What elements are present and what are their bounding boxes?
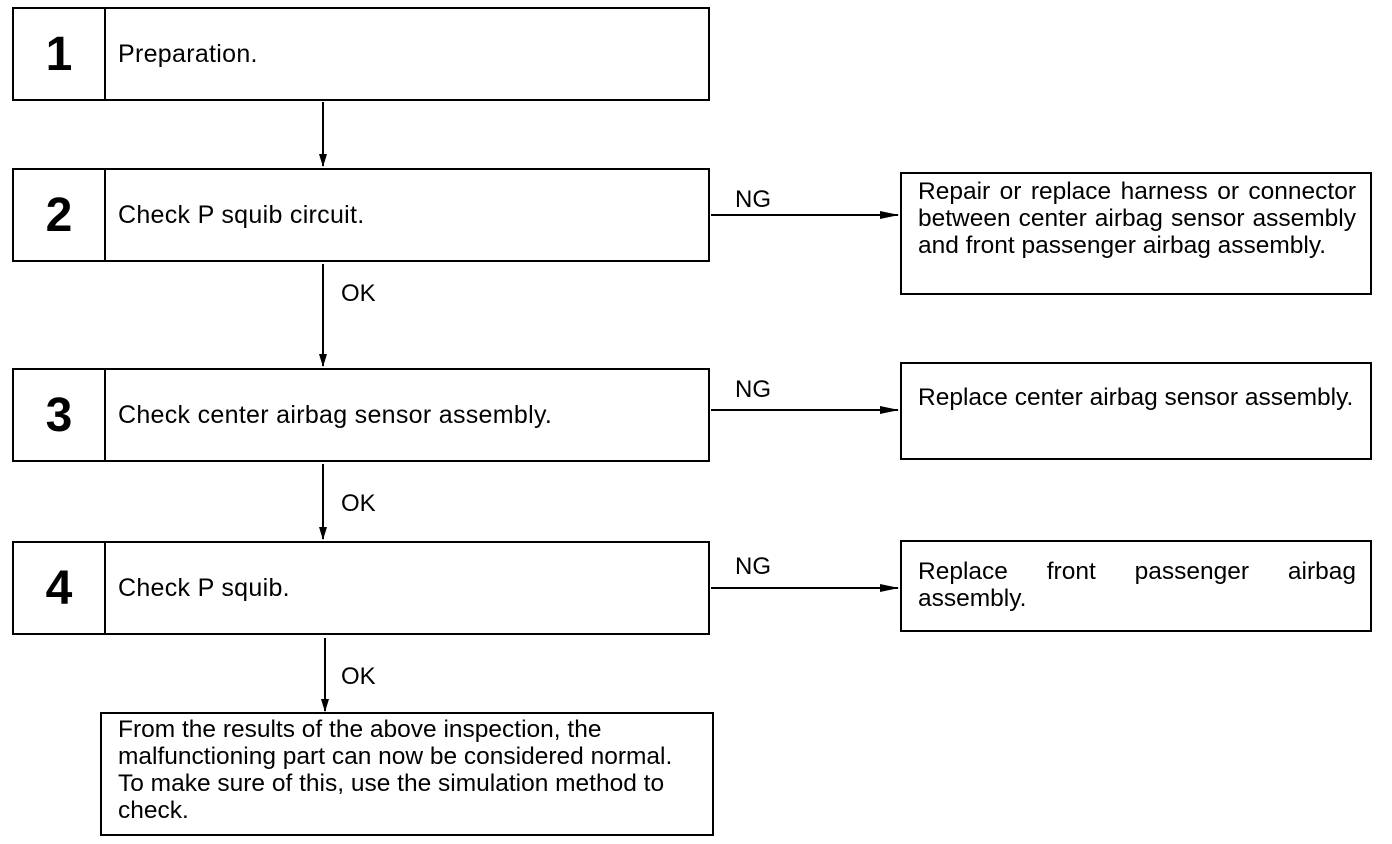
step-text: Check P squib circuit. [118, 200, 365, 229]
step-text: Check P squib. [118, 573, 290, 602]
step-number: 4 [14, 543, 106, 633]
ng-result-box-2: Replace center airbag sensor assembly. [900, 362, 1372, 460]
step-1-box: 1 Preparation. [12, 7, 710, 101]
ng-result-box-1: Repair or replace harness or connector b… [900, 172, 1372, 295]
ng-label: NG [735, 186, 771, 213]
ng-result-box-3: Replace front passenger airbag assembly. [900, 540, 1372, 632]
step-2-box: 2 Check P squib circuit. [12, 168, 710, 262]
ok-label: OK [341, 280, 376, 307]
step-number: 1 [14, 9, 106, 99]
ng-label: NG [735, 553, 771, 580]
step-text: Preparation. [118, 39, 258, 68]
step-number: 2 [14, 170, 106, 260]
ng-label: NG [735, 376, 771, 403]
step-text: Check center airbag sensor assembly. [118, 400, 553, 429]
final-note-box: From the results of the above inspection… [100, 712, 714, 836]
step-3-box: 3 Check center airbag sensor assembly. [12, 368, 710, 462]
step-number: 3 [14, 370, 106, 460]
step-4-box: 4 Check P squib. [12, 541, 710, 635]
ok-label: OK [341, 663, 376, 690]
ok-label: OK [341, 490, 376, 517]
